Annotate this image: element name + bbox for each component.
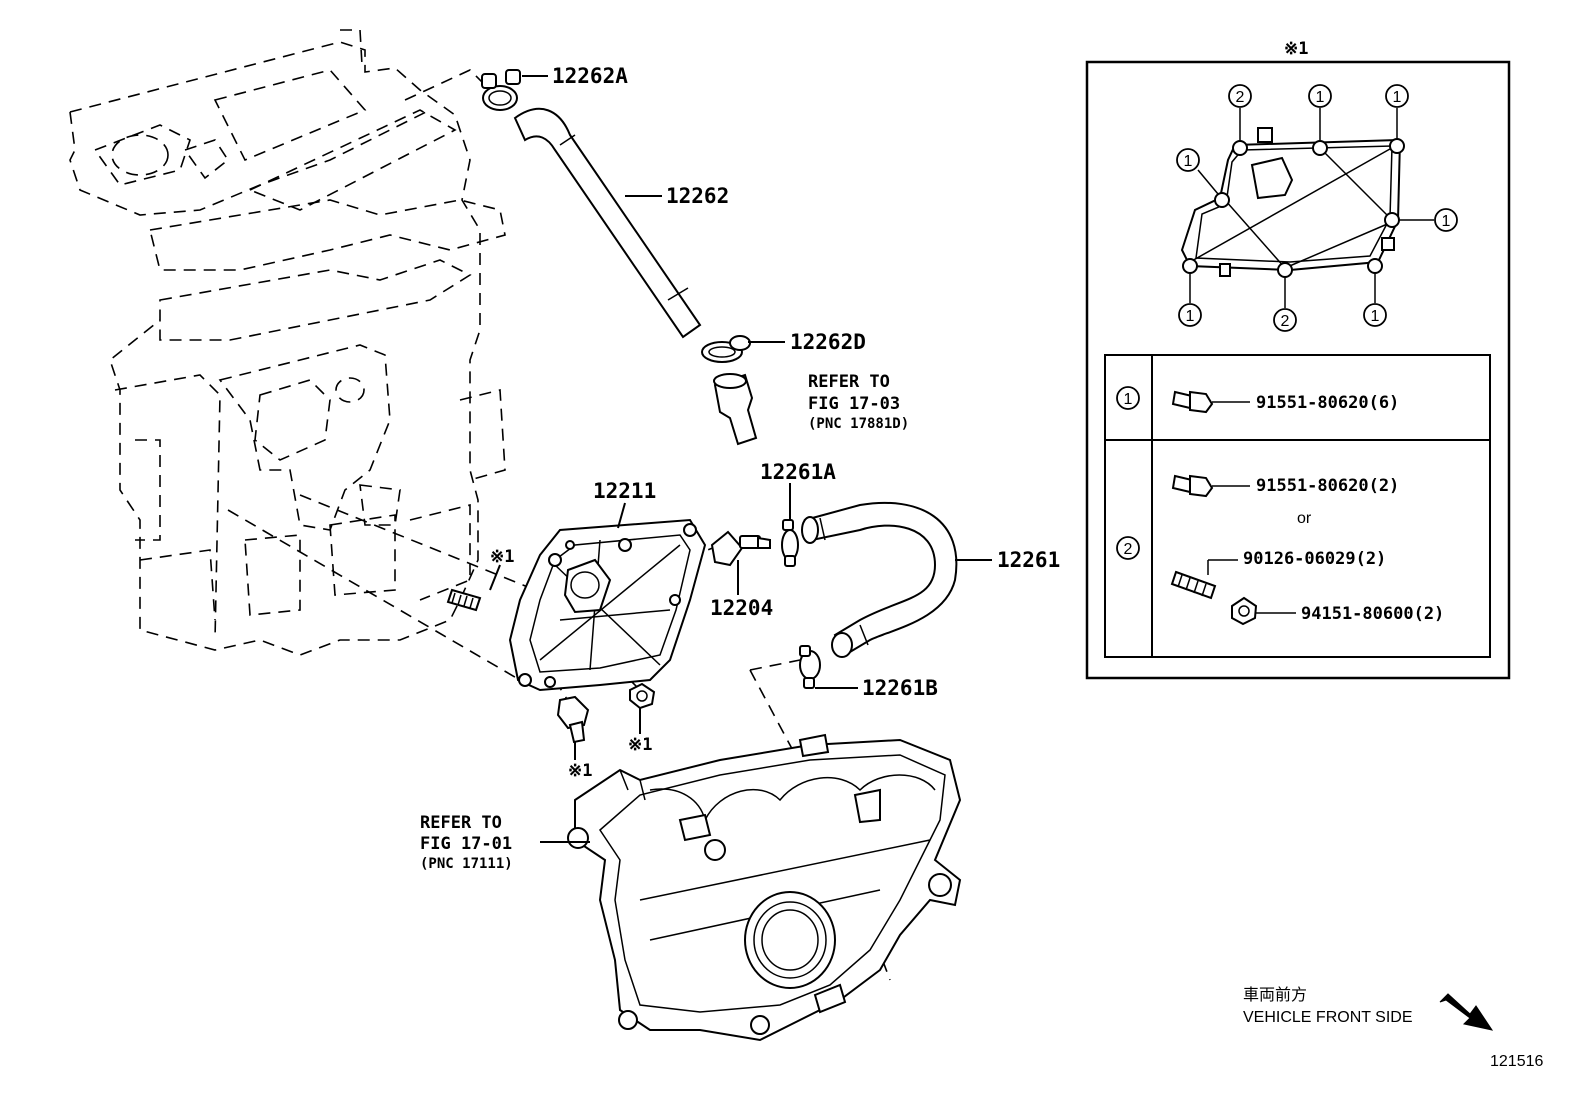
marker-1-top-mid: 1: [1316, 89, 1325, 106]
callout-star1-stud: ※1: [490, 547, 514, 567]
vehicle-front-en: VEHICLE FRONT SIDE: [1243, 1009, 1413, 1026]
valve-12204: [710, 530, 771, 567]
callout-12211: 12211: [593, 479, 656, 503]
hex-nut: [629, 682, 656, 710]
callout-12262D: 12262D: [790, 330, 866, 354]
inset-bracket: [1180, 127, 1405, 278]
row2-part-number-a: 91551-80620(2): [1256, 476, 1399, 496]
intake-manifold: [567, 733, 962, 1042]
bolt-icon: [1171, 390, 1214, 414]
refer-17-01-line2: FIG 17-01: [420, 834, 512, 854]
row1-marker: 1: [1124, 391, 1133, 408]
callout-12204: 12204: [710, 596, 773, 620]
figure-id: 121516: [1490, 1053, 1543, 1070]
hose-12262: [513, 107, 702, 339]
refer-17-01-line1: REFER TO: [420, 813, 502, 833]
stud-bolt: [446, 588, 482, 612]
nut-icon: [1231, 596, 1258, 626]
vehicle-front-jp: 車両前方: [1243, 986, 1307, 1004]
inset-markers: 2 1 1 1 1 1 2 1: [1176, 84, 1458, 332]
clip-12262D: [701, 335, 751, 363]
marker-1-bottom-left: 1: [1186, 308, 1195, 325]
front-arrow-icon: [1439, 993, 1494, 1031]
inset-title: ※1: [1284, 39, 1308, 59]
row2-part-number-c: 94151-80600(2): [1301, 604, 1444, 624]
row2-marker: 2: [1124, 541, 1133, 558]
marker-1-right: 1: [1442, 213, 1451, 230]
callout-12261A: 12261A: [760, 460, 836, 484]
row1-part-number: 91551-80620(6): [1256, 393, 1399, 413]
callout-12262A: 12262A: [552, 64, 628, 88]
row2-or: or: [1297, 510, 1312, 527]
inset-panel: ※1: [1085, 39, 1511, 680]
callout-star1-nut: ※1: [628, 735, 652, 755]
plate-12211: [508, 518, 707, 692]
marker-2-bottom: 2: [1281, 313, 1290, 330]
marker-1-left: 1: [1184, 153, 1193, 170]
callout-12261B: 12261B: [862, 676, 938, 700]
bolt-icon: [1171, 474, 1214, 498]
engine-block-outline: [69, 29, 506, 656]
callout-12262: 12262: [666, 184, 729, 208]
callout-star1-bolt: ※1: [568, 761, 592, 781]
hose-12261: [801, 501, 958, 658]
marker-1-bottom-right: 1: [1371, 308, 1380, 325]
pipe-connector: [713, 373, 758, 446]
fastener-table: 1 2 91551-80620(6) 91551-80620(2) or: [1104, 354, 1491, 658]
refer-17-03-line3: (PNC 17881D): [808, 416, 909, 432]
marker-1-top-right: 1: [1393, 89, 1402, 106]
callout-leaders: [489, 75, 992, 843]
clip-12261B: [799, 645, 821, 689]
clip-12262A: [481, 69, 521, 111]
row2-part-number-b: 90126-06029(2): [1243, 549, 1386, 569]
refer-17-03-line2: FIG 17-03: [808, 394, 900, 414]
clip-12261A: [781, 519, 799, 567]
callout-12261: 12261: [997, 548, 1060, 572]
stud-icon: [1170, 570, 1217, 600]
flange-bolt: [556, 695, 590, 744]
refer-17-03-line1: REFER TO: [808, 372, 890, 392]
marker-2-top: 2: [1236, 89, 1245, 106]
refer-17-01-line3: (PNC 17111): [420, 856, 513, 872]
